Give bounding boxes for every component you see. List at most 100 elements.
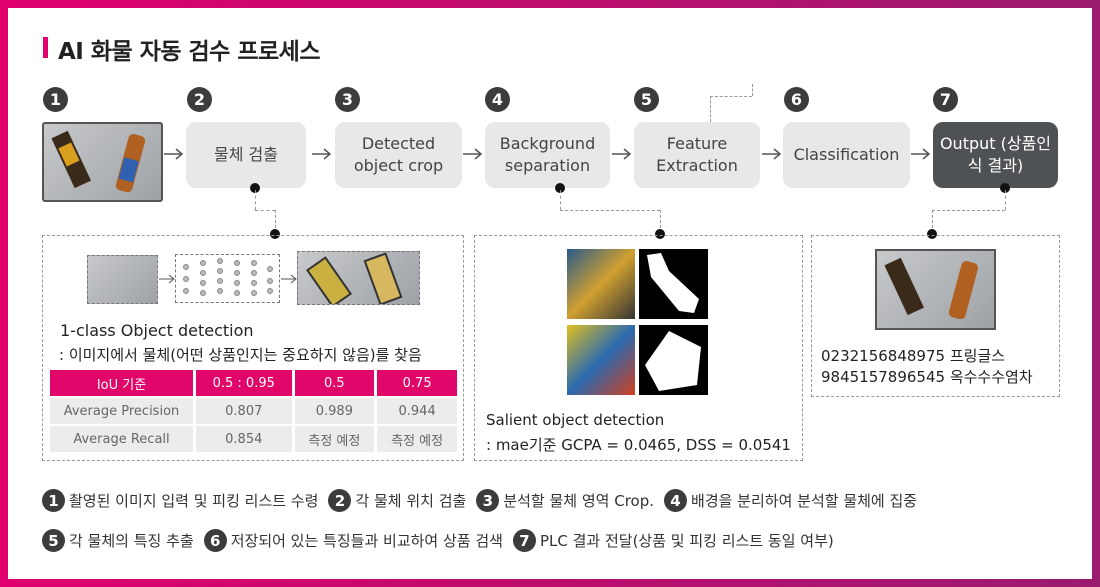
crop-image [567, 325, 635, 395]
connector-line [560, 190, 561, 210]
legend-number: 4 [664, 489, 688, 512]
table-cell: 측정 예정 [294, 426, 375, 452]
products-image [884, 257, 979, 320]
table-header: 0.5 : 0.95 [196, 370, 292, 396]
detection-description: : 이미지에서 물체(어떤 상품인지는 중요하지 않음)를 찾음 [59, 346, 422, 364]
step-label: Feature Extraction [656, 134, 738, 175]
step-number-7: 7 [933, 87, 958, 112]
arrow-icon [911, 148, 931, 160]
connector-line [255, 210, 275, 211]
mask-shape [645, 331, 701, 391]
step-output: Output (상품인식 결과) [933, 122, 1058, 188]
legend-number: 6 [203, 529, 227, 552]
legend-text: 배경을 분리하여 분석할 물체에 집중 [691, 492, 918, 510]
step-feature-extraction: Feature Extraction [634, 122, 760, 188]
step-label: Detected object crop [353, 134, 444, 175]
table-row: Average Recall 0.854 측정 예정 측정 예정 [50, 426, 457, 452]
arrow-icon [281, 274, 297, 284]
legend-text: 각 물체의 특징 추출 [69, 532, 194, 550]
output-panel [811, 235, 1060, 397]
table-header: 0.5 [294, 370, 375, 396]
connector-dot [1000, 183, 1010, 193]
step-number-6: 6 [784, 87, 809, 112]
connector-line [275, 210, 276, 233]
step-number-3: 3 [335, 87, 360, 112]
step-label: 물체 검출 [214, 145, 278, 164]
products-image [51, 130, 146, 193]
legend-text: 각 물체 위치 검출 [355, 492, 467, 510]
mask-image [639, 249, 708, 319]
connector-line [660, 210, 661, 233]
connector-dot [270, 229, 280, 239]
legend-text: 분석할 물체 영역 Crop. [503, 492, 655, 510]
step-label: Background separation [499, 134, 596, 175]
step-number-2: 2 [187, 87, 212, 112]
mask-shape [647, 253, 699, 313]
salient-description: : mae기준 GCPA = 0.0465, DSS = 0.0541 [486, 436, 791, 454]
legend-number: 1 [42, 489, 65, 512]
step-number-1: 1 [43, 87, 68, 112]
arrow-icon [159, 274, 175, 284]
table-header: IoU 기준 [50, 370, 193, 396]
result-item: 0232156848975 프링글스 [821, 347, 1006, 365]
table-cell: 0.944 [377, 398, 457, 424]
detection-result-image [297, 251, 420, 305]
table-row: Average Precision 0.807 0.989 0.944 [50, 398, 457, 424]
table-cell: Average Precision [50, 398, 193, 424]
detection-heading: 1-class Object detection [60, 321, 254, 340]
connector-line [710, 96, 752, 97]
salient-panel [474, 235, 803, 461]
metrics-table: IoU 기준 0.5 : 0.95 0.5 0.75 Average Preci… [47, 368, 460, 454]
bounding-boxes [305, 252, 403, 304]
legend-number: 3 [476, 489, 500, 512]
legend-number: 5 [42, 529, 65, 552]
legend-text: 저장되어 있는 특징들과 비교하여 상품 검색 [230, 532, 503, 550]
legend-text: 촬영된 이미지 입력 및 피킹 리스트 수령 [69, 492, 319, 510]
step-background-separation: Background separation [485, 122, 610, 188]
arrow-icon [312, 148, 332, 160]
arrow-icon [164, 148, 184, 160]
step-label: Output (상품인식 결과) [939, 134, 1052, 175]
result-item: 9845157896545 옥수수수염차 [821, 368, 1033, 386]
table-cell: 0.854 [196, 426, 292, 452]
table-cell: 측정 예정 [377, 426, 457, 452]
step-number-4: 4 [485, 87, 510, 112]
input-image [42, 122, 163, 202]
connector-line [1005, 190, 1006, 210]
salient-heading: Salient object detection [486, 411, 665, 429]
connector-line [932, 210, 933, 233]
neural-network-icon [175, 254, 280, 303]
connector-line [752, 84, 753, 96]
network-nodes [183, 258, 273, 296]
arrow-icon [612, 148, 632, 160]
step-classification: Classification [783, 122, 910, 188]
output-image [875, 249, 996, 330]
connector-dot [927, 229, 937, 239]
mask-image [639, 325, 708, 395]
arrow-icon [463, 148, 483, 160]
connector-line [255, 190, 256, 210]
step-label: Classification [793, 145, 900, 164]
legend-number: 7 [512, 529, 536, 552]
connector-line [560, 210, 660, 211]
step-number-5: 5 [634, 87, 659, 112]
legend-number: 2 [328, 489, 352, 512]
step-object-detection: 물체 검출 [186, 122, 306, 188]
title-accent-bar [43, 37, 48, 58]
table-cell: 0.807 [196, 398, 292, 424]
connector-dot [655, 229, 665, 239]
table-cell: 0.989 [294, 398, 375, 424]
table-header: 0.75 [377, 370, 457, 396]
table-cell: Average Recall [50, 426, 193, 452]
connector-dot [555, 183, 565, 193]
arrow-icon [762, 148, 782, 160]
step-object-crop: Detected object crop [335, 122, 462, 188]
input-thumbnail [87, 255, 158, 304]
crop-image [567, 249, 635, 319]
connector-dot [250, 183, 260, 193]
connector-line [710, 96, 711, 122]
legend-text: PLC 결과 전달(상품 및 피킹 리스트 동일 여부) [539, 532, 834, 550]
table-header-row: IoU 기준 0.5 : 0.95 0.5 0.75 [50, 370, 457, 396]
